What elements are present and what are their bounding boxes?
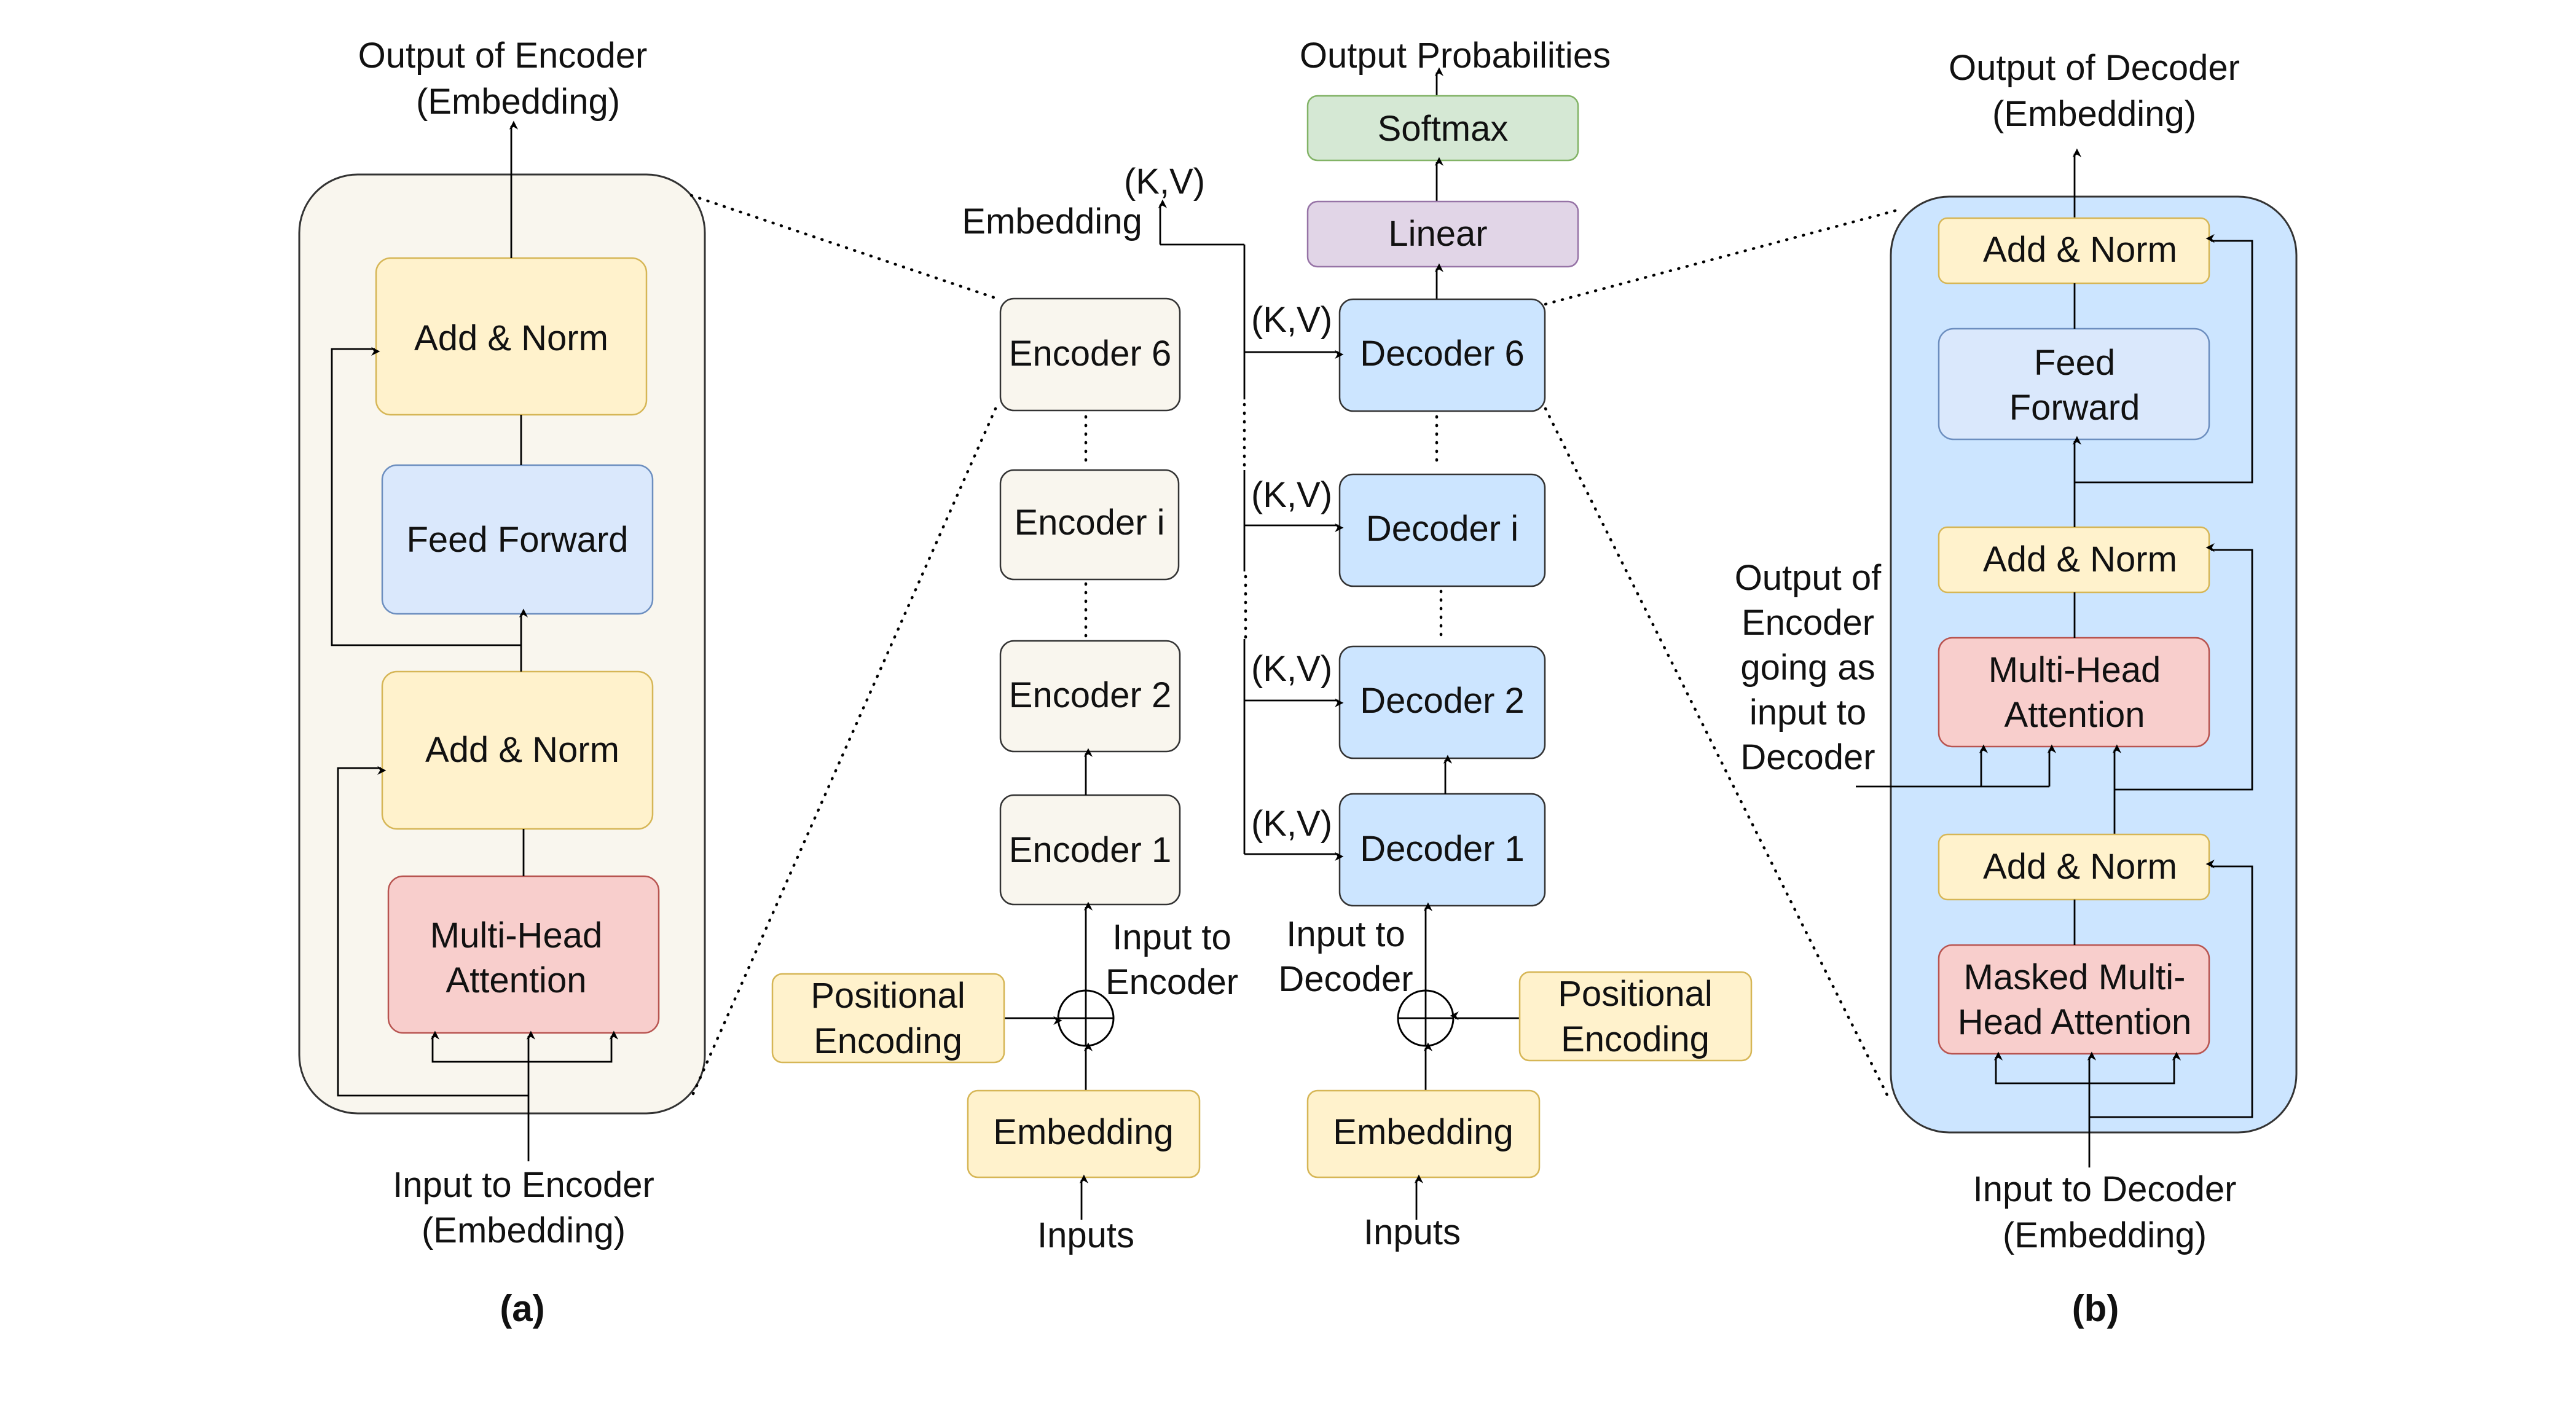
encoder-inputs-label: Inputs xyxy=(1037,1215,1134,1255)
encoder-positional-encoding-line1: Positional xyxy=(811,976,965,1016)
kv-label-decoder-i: (K,V) xyxy=(1251,475,1332,515)
decoder-add-norm-middle-label: Add & Norm xyxy=(1983,539,2177,579)
decoder-mha-line2: Attention xyxy=(2005,695,2145,735)
input-to-encoder-line1: Input to xyxy=(1112,917,1231,957)
input-to-decoder-line2: Decoder xyxy=(1278,959,1413,999)
encoder-i-label: Encoder i xyxy=(1014,503,1164,543)
encoder-residual-top xyxy=(331,347,521,646)
decoder-detail-input-label: Input to Decoder (Embedding) xyxy=(1973,1169,2237,1255)
zoom-line-b-bottom xyxy=(1544,407,1891,1102)
decoder-input-label-line2: (Embedding) xyxy=(2003,1215,2207,1255)
zoom-line-b-top xyxy=(1544,207,1904,306)
decoder-mha-line1: Multi-Head xyxy=(1989,650,2161,690)
decoder-input-fan-left xyxy=(1993,1051,2089,1085)
decoder-feed-forward-line1: Feed xyxy=(2034,343,2115,383)
decoder-positional-encoding-block xyxy=(1518,971,1753,1062)
encoder-embedding-block-label: Embedding xyxy=(993,1112,1173,1152)
input-to-encoder-line2: Encoder xyxy=(1105,962,1238,1002)
linear-label: Linear xyxy=(1388,214,1487,254)
decoder-masked-attention-line2: Head Attention xyxy=(1958,1002,2192,1042)
encoder-input-fan-left xyxy=(430,1030,528,1063)
encoder-output-input-label: Output of Encoder going as input to Deco… xyxy=(1735,558,1882,777)
enc-out-label-3: going as xyxy=(1740,648,1875,688)
panel-b-caption: (b) xyxy=(2072,1288,2119,1329)
encoder-add-norm-top-label: Add & Norm xyxy=(414,318,608,358)
encoder-6-block xyxy=(999,297,1181,412)
input-label-line1: Input to Encoder xyxy=(393,1165,654,1205)
center-stack: Output Probabilities Softmax Linear Enco… xyxy=(771,36,1753,1255)
encoder-stack: Encoder 6 Encoder i Encoder 2 Encoder 1 xyxy=(999,297,1181,906)
decoder-residual-bottom xyxy=(2089,859,2253,1118)
encoder-positional-encoding-line2: Encoding xyxy=(814,1021,962,1061)
encoder-add-norm-bottom xyxy=(381,670,654,830)
encoder-detail-input-label: Input to Encoder (Embedding) xyxy=(393,1165,654,1250)
zoom-line-a-top xyxy=(689,194,997,300)
encoder-1-label: Encoder 1 xyxy=(1009,830,1171,870)
decoder-input-label-line1: Input to Decoder xyxy=(1973,1169,2237,1209)
decoder-1-block xyxy=(1338,793,1546,907)
encoder-2-label: Encoder 2 xyxy=(1009,675,1171,715)
embedding-output-label: Embedding xyxy=(962,202,1142,241)
decoder-residual-top xyxy=(2075,233,2253,484)
encoder-i-block xyxy=(999,469,1180,581)
encoder-6-label: Encoder 6 xyxy=(1009,334,1171,374)
enc-out-label-4: input to xyxy=(1749,692,1866,732)
output-label-line1: Output of Encoder xyxy=(358,36,648,76)
encoder-input-fan-right xyxy=(528,1030,619,1063)
encoder-mha-label-line2: Attention xyxy=(446,960,587,1000)
decoder-masked-attention-line1: Masked Multi- xyxy=(1964,957,2186,997)
decoder-inputs-label: Inputs xyxy=(1364,1212,1461,1252)
decoder-detail-output-label: Output of Decoder (Embedding) xyxy=(1949,48,2240,134)
encoder-add-norm-bottom-label: Add & Norm xyxy=(425,730,619,770)
decoder-i-label: Decoder i xyxy=(1366,509,1518,549)
decoder-feed-forward-line2: Forward xyxy=(2009,388,2140,428)
decoder-output-label-line1: Output of Decoder xyxy=(1949,48,2240,88)
decoder-embedding-block xyxy=(1306,1089,1541,1179)
decoder-2-label: Decoder 2 xyxy=(1360,681,1525,721)
encoder-mha-label-line1: Multi-Head xyxy=(430,916,602,955)
panel-a-caption: (a) xyxy=(500,1288,544,1329)
decoder-residual-middle xyxy=(2115,543,2253,791)
enc-out-label-5: Decoder xyxy=(1740,737,1875,777)
enc-out-label-1: Output of xyxy=(1735,558,1882,598)
decoder-positional-encoding-line1: Positional xyxy=(1558,974,1712,1014)
kv-label-decoder-2: (K,V) xyxy=(1251,649,1332,689)
kv-label-decoder-1: (K,V) xyxy=(1251,804,1332,844)
encoder-positional-encoding-block xyxy=(771,973,1005,1064)
encoder-detail-output-label: Output of Encoder (Embedding) xyxy=(358,36,648,122)
encoder-feed-forward xyxy=(381,464,654,615)
input-label-line2: (Embedding) xyxy=(422,1210,626,1250)
decoder-add-norm-top-label: Add & Norm xyxy=(1983,230,2177,270)
kv-label-decoder-6: (K,V) xyxy=(1251,300,1332,340)
input-to-decoder-line1: Input to xyxy=(1286,914,1405,954)
panel-b-decoder-detail: Output of Decoder (Embedding) Add & Norm… xyxy=(1735,48,2298,1329)
decoder-embedding-block-label: Embedding xyxy=(1333,1112,1513,1152)
panel-a-encoder-detail: Output of Encoder (Embedding) Add & Norm… xyxy=(298,36,706,1329)
decoder-1-label: Decoder 1 xyxy=(1360,829,1525,869)
softmax-label: Softmax xyxy=(1378,109,1509,149)
encoder-feed-forward-label: Feed Forward xyxy=(406,520,628,560)
decoder-input-fan-right xyxy=(2089,1051,2181,1085)
output-label-line2: (Embedding) xyxy=(416,82,620,122)
kv-label-top: (K,V) xyxy=(1124,162,1205,202)
decoder-output-label-line2: (Embedding) xyxy=(1992,94,2196,134)
decoder-positional-encoding-line2: Encoding xyxy=(1561,1019,1710,1059)
encoder-residual-bottom xyxy=(337,766,528,1097)
output-probabilities-label: Output Probabilities xyxy=(1300,36,1611,76)
enc-out-label-2: Encoder xyxy=(1742,603,1874,643)
decoder-stack: Decoder 6 Decoder i Decoder 2 Decoder 1 xyxy=(1338,298,1546,907)
decoder-6-label: Decoder 6 xyxy=(1360,334,1525,374)
decoder-add-norm-bottom-label: Add & Norm xyxy=(1983,847,2177,887)
